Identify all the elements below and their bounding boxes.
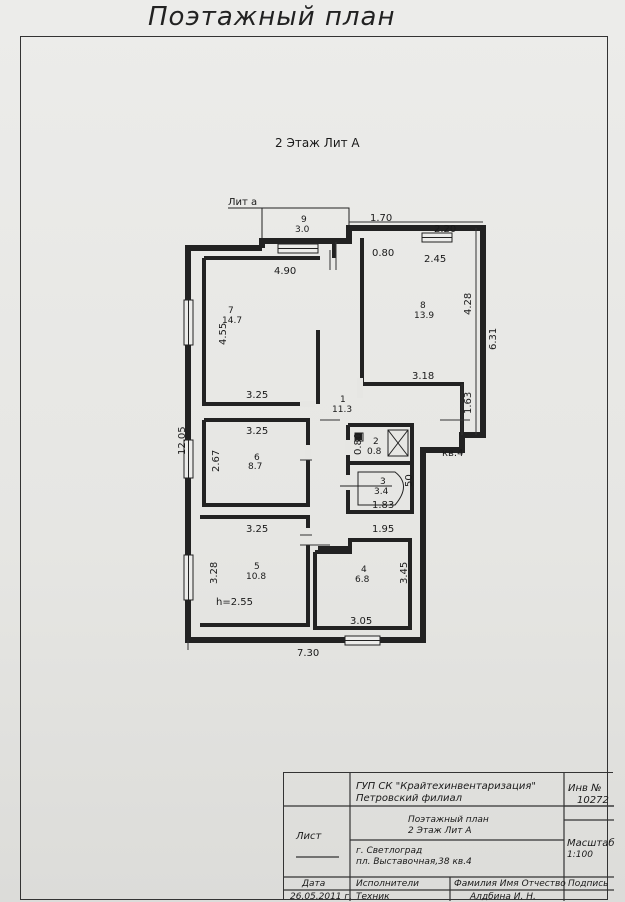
room-8-area: 13.9 bbox=[414, 311, 434, 321]
dim-2-20: 2.20 bbox=[434, 224, 456, 235]
signature-label: Подпись bbox=[568, 879, 609, 889]
page-title: Поэтажный план bbox=[148, 2, 396, 32]
org-name: ГУП СК "Крайтехинвентаризация" bbox=[356, 781, 536, 792]
room-3-area: 3.4 bbox=[374, 487, 389, 497]
dim-3-45: 3.45 bbox=[399, 562, 410, 584]
dim-12-05: 12.05 bbox=[177, 426, 188, 455]
dim-3-25-room6: 3.25 bbox=[246, 426, 268, 437]
inv-label: Инв № bbox=[568, 783, 602, 794]
city: г. Светлоград bbox=[356, 846, 423, 856]
room-1-area: 11.3 bbox=[332, 405, 352, 415]
dim-2-45: 2.45 bbox=[424, 254, 446, 265]
dim-1-83: 1.83 bbox=[372, 500, 394, 511]
role-value: Техник bbox=[356, 892, 390, 902]
dim-6-31: 6.31 bbox=[488, 328, 499, 350]
plan-title: Поэтажный план bbox=[408, 815, 489, 825]
dim-3-28: 3.28 bbox=[209, 562, 220, 584]
room-5-area: 10.8 bbox=[246, 572, 266, 582]
door-openings bbox=[300, 378, 363, 545]
room-2-area: 0.8 bbox=[367, 447, 382, 457]
room-6-area: 8.7 bbox=[248, 462, 262, 472]
room-9-number: 9 bbox=[301, 215, 307, 225]
dim-4-55: 4.55 bbox=[218, 323, 229, 345]
room-1-number: 1 bbox=[340, 395, 346, 405]
executors-label: Исполнители bbox=[356, 879, 419, 889]
room-8-number: 8 bbox=[420, 301, 426, 311]
room-9-area: 3.0 bbox=[295, 225, 310, 235]
windows bbox=[183, 232, 453, 646]
dim-2-67: 2.67 bbox=[211, 450, 222, 472]
dim-3-05: 3.05 bbox=[350, 616, 372, 627]
balcony-outline bbox=[228, 207, 350, 241]
date-value: 26.05.2011 г. bbox=[290, 892, 352, 902]
inv-value: 10272 bbox=[577, 795, 609, 806]
room-5-number: 5 bbox=[254, 562, 260, 572]
dim-3-25-room5: 3.25 bbox=[246, 524, 268, 535]
room-7-number: 7 bbox=[228, 306, 234, 316]
lit-a-label: Лит а bbox=[228, 197, 257, 208]
address: пл. Выставочная,38 кв.4 bbox=[356, 857, 472, 867]
room-2-number: 2 bbox=[373, 437, 379, 447]
dim-3-25-room7: 3.25 bbox=[246, 390, 268, 401]
dimension-lines bbox=[187, 221, 483, 650]
scale-label: Масштаб bbox=[567, 838, 615, 849]
scale-value: 1:100 bbox=[567, 850, 593, 860]
room-3-number: 3 bbox=[380, 477, 386, 487]
org-branch: Петровский филиал bbox=[356, 793, 463, 804]
name-value: Алдбина И. Н. bbox=[470, 892, 536, 902]
fio-label: Фамилия Имя Отчество bbox=[454, 879, 566, 889]
dim-4-90: 4.90 bbox=[274, 266, 296, 277]
plan-level: 2 Этаж Лит А bbox=[408, 826, 472, 836]
dim-7-30: 7.30 bbox=[297, 648, 319, 659]
dim-1-95: 1.95 bbox=[372, 524, 394, 535]
dim-0-80-top: 0.80 bbox=[372, 248, 394, 259]
outer-walls bbox=[185, 225, 486, 643]
dim-0-80-wc: 0.80 bbox=[353, 433, 364, 455]
level-title: 2 Этаж Лит А bbox=[275, 136, 360, 150]
room-7-area: 14.7 bbox=[222, 316, 242, 326]
dim-1-63: 1.63 bbox=[463, 392, 474, 414]
room-6-number: 6 bbox=[254, 453, 260, 463]
dim-3-18: 3.18 bbox=[412, 371, 434, 382]
title-block-grid bbox=[284, 773, 614, 901]
dim-50: 50 bbox=[404, 474, 415, 487]
dim-1-70: 1.70 bbox=[370, 213, 392, 224]
ceiling-height: h=2.55 bbox=[216, 597, 253, 608]
dim-4-28: 4.28 bbox=[463, 293, 474, 315]
fixture-mark bbox=[355, 433, 362, 440]
date-label: Дата bbox=[302, 879, 326, 889]
apartment-label: кв.4 bbox=[442, 448, 463, 459]
room-4-number: 4 bbox=[361, 565, 367, 575]
title-block: ГУП СК "Крайтехинвентаризация" Петровски… bbox=[283, 772, 615, 902]
room-4-area: 6.8 bbox=[355, 575, 370, 585]
sheet-label: Лист bbox=[296, 831, 322, 842]
